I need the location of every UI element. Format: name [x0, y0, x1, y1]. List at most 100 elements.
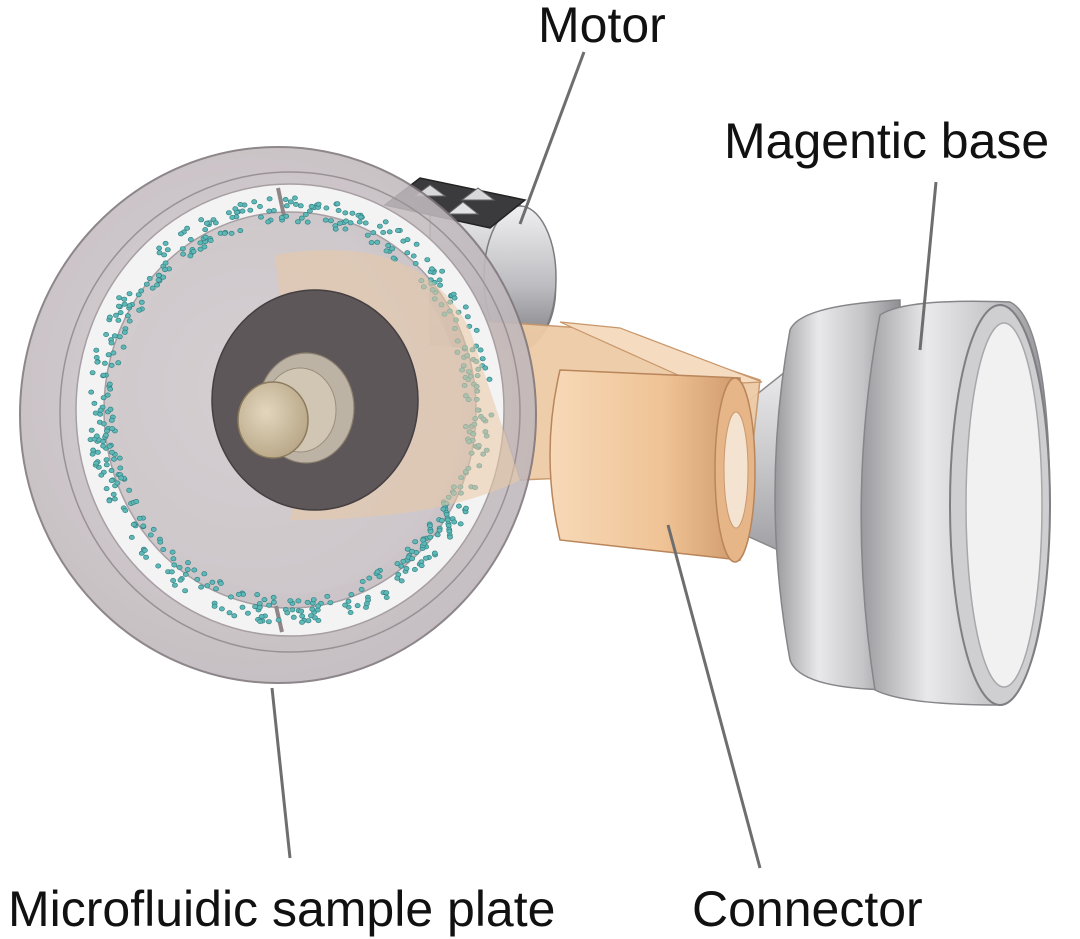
particle [462, 304, 469, 310]
particle [226, 610, 233, 616]
particle [157, 539, 164, 545]
particle [404, 250, 411, 256]
particle [116, 455, 123, 461]
particle [108, 417, 115, 423]
particle [299, 613, 306, 619]
particle [100, 372, 107, 378]
particle [147, 532, 154, 538]
particle [308, 613, 314, 619]
particle [197, 246, 204, 252]
label-sample-plate: Microfluidic sample plate [8, 881, 556, 937]
particle [100, 421, 107, 427]
particle [156, 250, 163, 256]
particle [292, 201, 299, 207]
particle [90, 447, 96, 453]
particle [217, 580, 224, 586]
particle [258, 214, 264, 220]
particle [231, 613, 238, 619]
particle [194, 576, 201, 582]
connector-through-disk [275, 250, 520, 520]
particle [398, 578, 405, 584]
microfluidic-sample-plate [19, 146, 537, 684]
particle [107, 314, 113, 320]
particle [438, 518, 445, 524]
particle [105, 352, 112, 358]
particle [266, 196, 273, 202]
particle [266, 602, 272, 608]
particle [380, 230, 387, 236]
particle [358, 586, 365, 592]
particle [455, 503, 462, 509]
particle [116, 334, 123, 340]
particle [136, 515, 143, 521]
particle [141, 547, 148, 553]
particle [364, 232, 371, 238]
magnetic-base [705, 299, 1051, 706]
particle [265, 619, 272, 625]
particle [420, 537, 426, 543]
particle [254, 592, 261, 598]
particle [126, 303, 133, 309]
particle [111, 333, 118, 339]
particle [117, 465, 124, 471]
particle [411, 566, 418, 572]
particle [171, 562, 178, 568]
particle [323, 205, 330, 211]
particle [94, 433, 100, 439]
particle [270, 208, 277, 214]
particle [382, 219, 389, 225]
particle [179, 246, 186, 252]
particle [177, 231, 184, 237]
connector-bore [723, 411, 749, 529]
particle [155, 272, 162, 278]
particle [356, 219, 363, 225]
particle [184, 567, 191, 573]
particle [143, 281, 150, 287]
particle [135, 292, 142, 298]
particle [482, 365, 489, 371]
particle [111, 456, 117, 462]
particle [359, 578, 366, 584]
particle [295, 598, 302, 604]
particle [261, 597, 268, 603]
particle [287, 199, 294, 205]
particle [102, 360, 108, 366]
particle [103, 486, 110, 492]
label-motor: Motor [538, 0, 666, 53]
particle [164, 247, 171, 253]
particle [348, 592, 355, 598]
particle [125, 313, 131, 319]
particle [342, 602, 348, 608]
particle [270, 599, 277, 605]
particle [126, 487, 133, 493]
particle [283, 203, 290, 209]
shaft [237, 381, 309, 459]
particle [104, 392, 111, 398]
particle [104, 428, 110, 434]
particle [97, 407, 104, 413]
particle [88, 389, 95, 395]
particle [108, 478, 115, 484]
particle [439, 268, 445, 274]
particle [297, 203, 304, 209]
particle [266, 208, 273, 214]
particle [108, 340, 115, 346]
particle [258, 614, 265, 620]
particle [235, 591, 242, 597]
particle [138, 299, 145, 305]
particle [93, 347, 100, 353]
particle [294, 219, 301, 225]
particle [428, 266, 435, 272]
leader-motor [518, 51, 586, 225]
particle [383, 248, 390, 254]
particle [275, 617, 282, 623]
particle [409, 556, 415, 562]
particle [304, 219, 311, 225]
particle [366, 575, 373, 581]
particle [207, 238, 214, 244]
particle [479, 356, 486, 362]
particle [201, 571, 208, 577]
particle [394, 228, 401, 234]
particle [347, 609, 354, 615]
particle [464, 314, 471, 320]
